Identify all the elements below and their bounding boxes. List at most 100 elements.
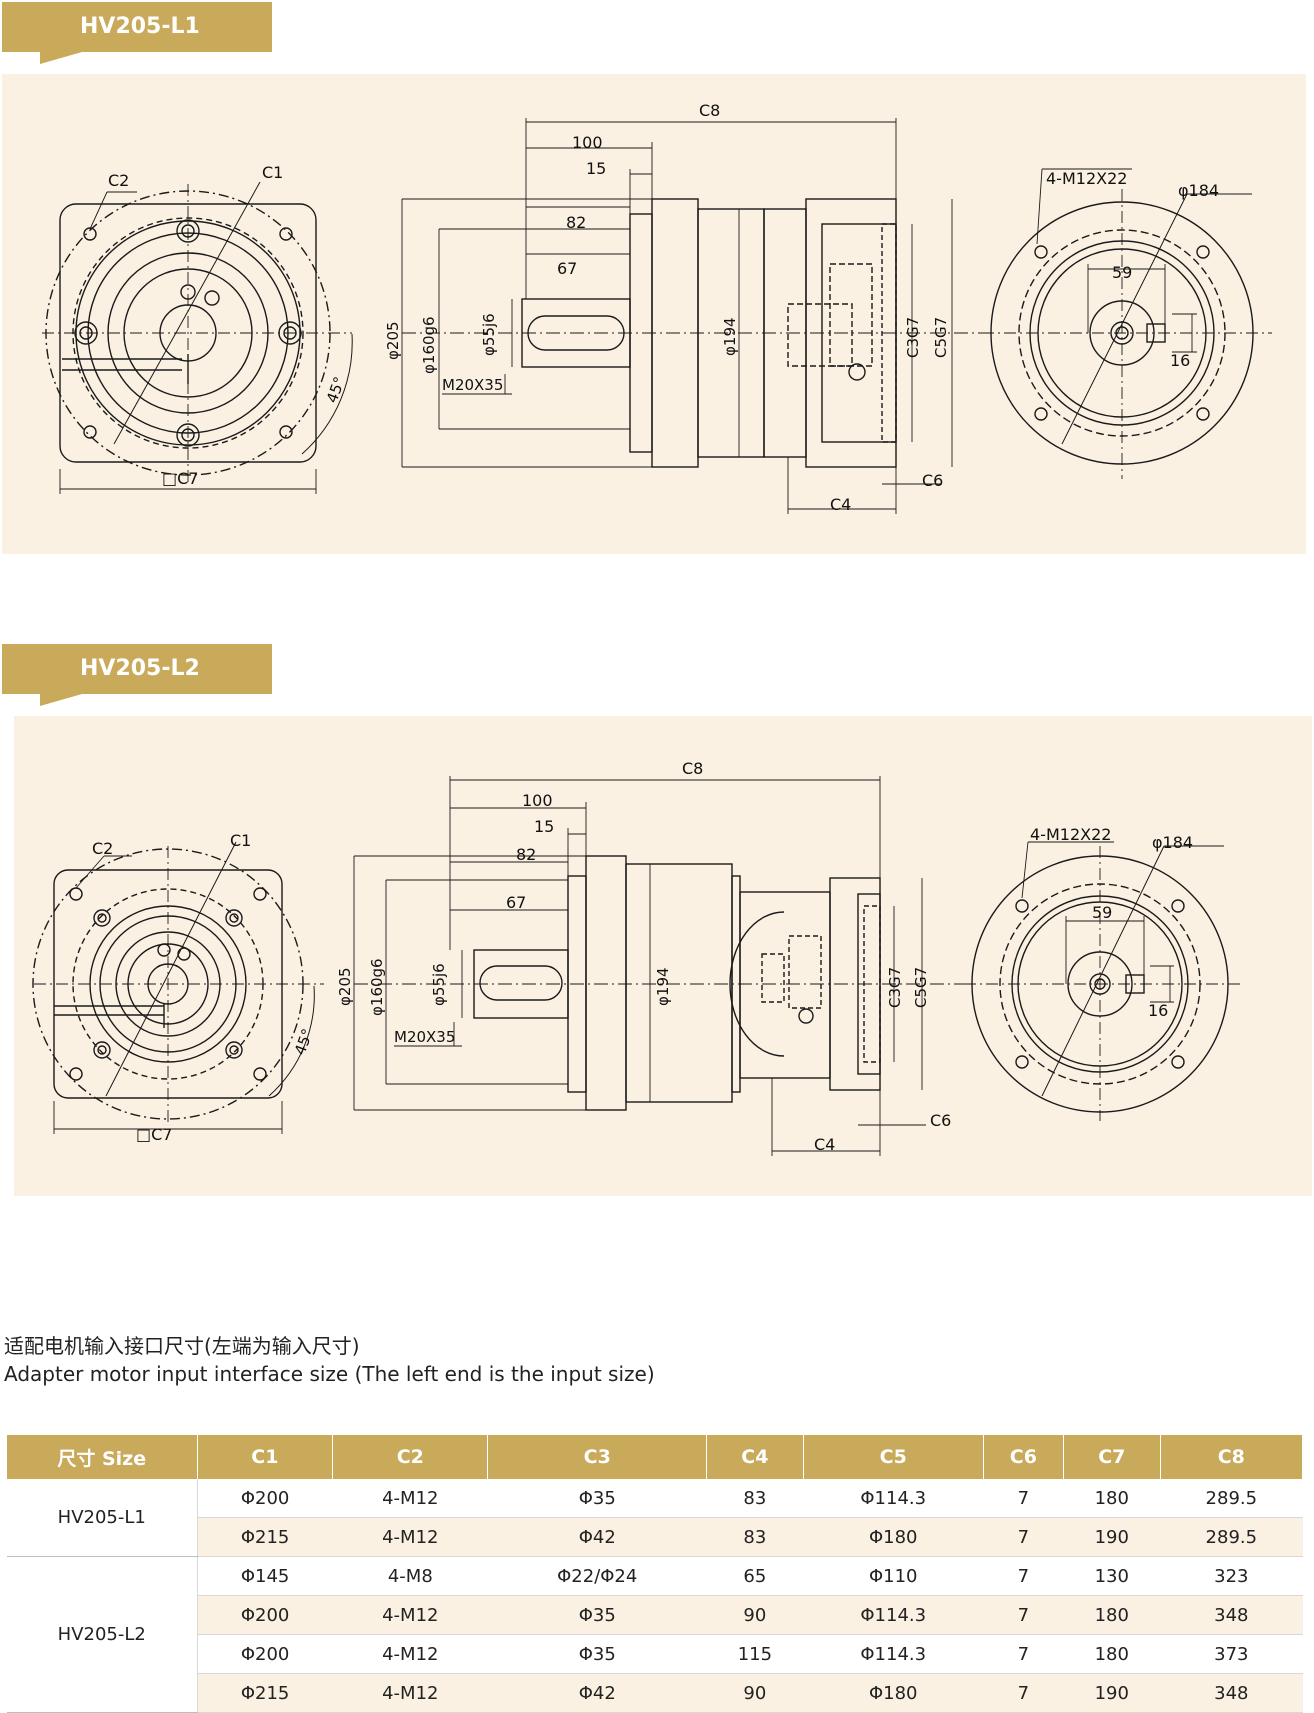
output-view — [964, 841, 1244, 1121]
table-cell: 348 — [1160, 1673, 1303, 1713]
header-c5: C5 — [803, 1435, 984, 1479]
section-title: HV205-L2 — [80, 656, 200, 681]
table-cell: 4-M12 — [332, 1673, 488, 1713]
table-cell: 373 — [1160, 1634, 1303, 1674]
table-cell: Φ200 — [197, 1634, 333, 1674]
interface-heading-en: Adapter motor input interface size (The … — [4, 1362, 655, 1386]
header-c7: C7 — [1063, 1435, 1161, 1479]
label-16: 16 — [1170, 351, 1190, 370]
label-c8: C8 — [699, 101, 720, 120]
table-cell: 7 — [983, 1595, 1064, 1635]
table-row: Φ215 4-M12 Φ42 90 Φ180 7 190 348 — [7, 1673, 1303, 1713]
table-cell: 65 — [706, 1556, 804, 1596]
table-cell: 289.5 — [1160, 1479, 1303, 1518]
table-cell: 83 — [706, 1517, 804, 1557]
side-view — [353, 776, 974, 1156]
label-c5: C5G7 — [912, 967, 930, 1008]
table-cell: 289.5 — [1160, 1517, 1303, 1557]
label-m12: 4-M12X22 — [1046, 169, 1127, 188]
table-row: Φ200 4-M12 Φ35 90 Φ114.3 7 180 348 — [7, 1595, 1303, 1635]
table-cell: Φ180 — [803, 1517, 984, 1557]
table-cell: 180 — [1063, 1634, 1161, 1674]
label-c2: C2 — [108, 171, 129, 190]
label-c8: C8 — [682, 759, 703, 778]
table-cell: 7 — [983, 1634, 1064, 1674]
label-d55: φ55j6 — [430, 963, 448, 1006]
table-cell: 7 — [983, 1556, 1064, 1596]
table-cell: 4-M12 — [332, 1517, 488, 1557]
table-cell: 190 — [1063, 1673, 1161, 1713]
table-cell: Φ114.3 — [803, 1634, 984, 1674]
table-cell: Φ42 — [487, 1517, 707, 1557]
table-cell: 4-M8 — [332, 1556, 488, 1596]
label-15: 15 — [534, 817, 554, 836]
label-100: 100 — [522, 791, 553, 810]
label-c5: C5G7 — [932, 317, 950, 358]
table-row: HV205-L1 Φ200 4-M12 Φ35 83 Φ114.3 7 180 … — [7, 1479, 1303, 1557]
table-cell: 115 — [706, 1634, 804, 1674]
table-cell: 7 — [983, 1517, 1064, 1557]
table-cell: 323 — [1160, 1556, 1303, 1596]
table-cell: 4-M12 — [332, 1634, 488, 1674]
section-tab-l2: HV205-L2 — [2, 644, 272, 706]
header-c6: C6 — [983, 1435, 1064, 1479]
label-c6: C6 — [930, 1111, 951, 1130]
label-angle: 45° — [323, 374, 349, 405]
table-cell: Φ145 — [197, 1556, 333, 1596]
label-c2: C2 — [92, 839, 113, 858]
table-cell: Φ22/Φ24 — [487, 1556, 707, 1596]
label-c7: □C7 — [136, 1125, 172, 1144]
drawing-panel-l2: C2 C1 □C7 45° C8 100 15 82 67 φ205 φ160g… — [14, 716, 1312, 1196]
label-d184: φ184 — [1152, 833, 1193, 852]
label-59: 59 — [1112, 263, 1132, 282]
size-cell: HV205-L2 — [7, 1556, 198, 1713]
side-view — [401, 118, 992, 514]
label-m20: M20X35 — [394, 1028, 455, 1046]
label-c4: C4 — [830, 495, 851, 514]
label-c4: C4 — [814, 1135, 835, 1154]
label-m20: M20X35 — [442, 376, 503, 394]
header-c1: C1 — [197, 1435, 334, 1479]
table-cell: Φ215 — [197, 1517, 333, 1557]
label-100: 100 — [572, 133, 603, 152]
section-title: HV205-L1 — [80, 14, 200, 39]
table-cell: Φ200 — [197, 1595, 333, 1635]
label-15: 15 — [586, 159, 606, 178]
label-59: 59 — [1092, 903, 1112, 922]
table-row: HV205-L2 Φ145 4-M8 Φ22/Φ24 65 Φ110 7 130… — [7, 1556, 1303, 1713]
label-c6: C6 — [922, 471, 943, 490]
table-header-row: 尺寸 Size C1 C2 C3 C4 C5 C6 C7 C8 — [7, 1435, 1304, 1479]
table-cell: 90 — [706, 1673, 804, 1713]
table-cell: 7 — [983, 1673, 1064, 1713]
label-d194: φ194 — [654, 967, 672, 1006]
table-cell: 180 — [1063, 1595, 1161, 1635]
table-cell: 4-M12 — [332, 1479, 488, 1518]
table-cell: Φ200 — [197, 1479, 333, 1518]
label-c1: C1 — [230, 831, 251, 850]
table-cell: Φ180 — [803, 1673, 984, 1713]
interface-heading-zh: 适配电机输入接口尺寸(左端为输入尺寸) — [4, 1334, 360, 1358]
section-tab-l1: HV205-L1 — [2, 2, 272, 64]
output-view — [982, 168, 1272, 479]
table-cell: Φ110 — [803, 1556, 984, 1596]
table-row: Φ200 4-M12 Φ35 115 Φ114.3 7 180 373 — [7, 1634, 1303, 1674]
header-c8: C8 — [1160, 1435, 1304, 1479]
label-c3: C3G7 — [886, 967, 904, 1008]
table-cell: 83 — [706, 1479, 804, 1518]
drawing-panel-l1: C2 C1 □C7 45° C8 100 15 82 67 φ205 φ160g… — [2, 74, 1306, 554]
table-cell: 180 — [1063, 1479, 1161, 1518]
spec-table: 尺寸 Size C1 C2 C3 C4 C5 C6 C7 C8 HV205-L1… — [7, 1435, 1304, 1713]
label-m12: 4-M12X22 — [1030, 825, 1111, 844]
label-d160: φ160g6 — [368, 958, 386, 1016]
table-cell: 130 — [1063, 1556, 1161, 1596]
header-c2: C2 — [332, 1435, 489, 1479]
table-cell: Φ114.3 — [803, 1595, 984, 1635]
table-cell: Φ35 — [487, 1634, 707, 1674]
technical-drawing: C2 C1 □C7 45° C8 100 15 82 67 φ205 φ160g… — [32, 759, 1244, 1156]
technical-drawing: C2 C1 □C7 45° C8 100 15 82 67 φ205 φ160g… — [42, 101, 1272, 514]
table-cell: 348 — [1160, 1595, 1303, 1635]
label-82: 82 — [566, 213, 586, 232]
front-view — [32, 841, 324, 1134]
table-row: Φ215 4-M12 Φ42 83 Φ180 7 190 289.5 — [7, 1517, 1303, 1557]
label-d205: φ205 — [384, 321, 402, 360]
